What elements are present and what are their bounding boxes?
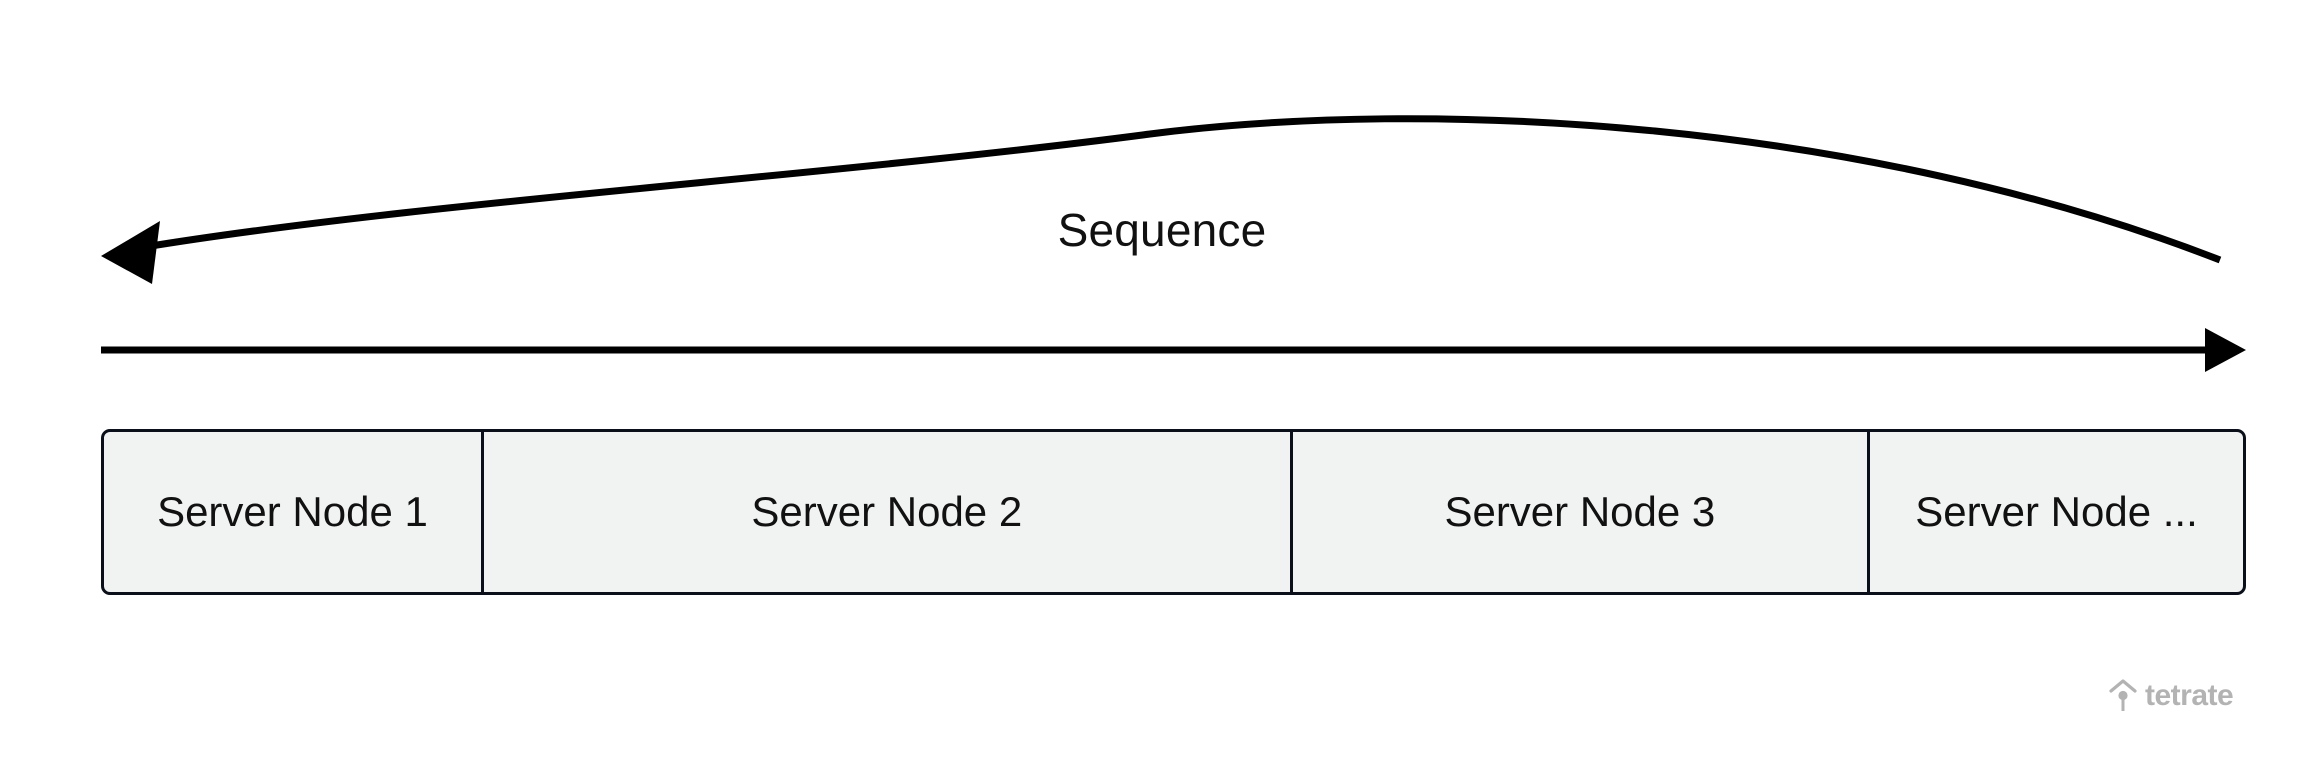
server-node-label-1: Server Node 1 (157, 488, 428, 535)
server-node-strip: Server Node 1 Server Node 2 Server Node … (101, 429, 2246, 595)
tetrate-arrow-mark (2109, 679, 2137, 711)
straight-arrow-head (2205, 328, 2246, 372)
server-node-cell-2[interactable]: Server Node 2 (480, 432, 1290, 592)
server-node-label-2: Server Node 2 (751, 488, 1023, 535)
straight-sequence-arrow (101, 328, 2246, 372)
server-node-label-3: Server Node 3 (1444, 488, 1716, 535)
server-node-cell-1[interactable]: Server Node 1 (104, 432, 481, 592)
curved-sequence-arrow (101, 115, 2222, 284)
sequence-label: Sequence (1057, 204, 1267, 256)
curved-arrow-head (101, 221, 160, 284)
server-node-label-4: Server Node ... (1915, 488, 2198, 535)
tetrate-wordmark: tetrate (2145, 679, 2234, 712)
server-node-cell-4[interactable]: Server Node ... (1867, 432, 2243, 592)
server-node-cell-3[interactable]: Server Node 3 (1289, 432, 1867, 592)
tetrate-logo: tetrate (2108, 679, 2234, 713)
